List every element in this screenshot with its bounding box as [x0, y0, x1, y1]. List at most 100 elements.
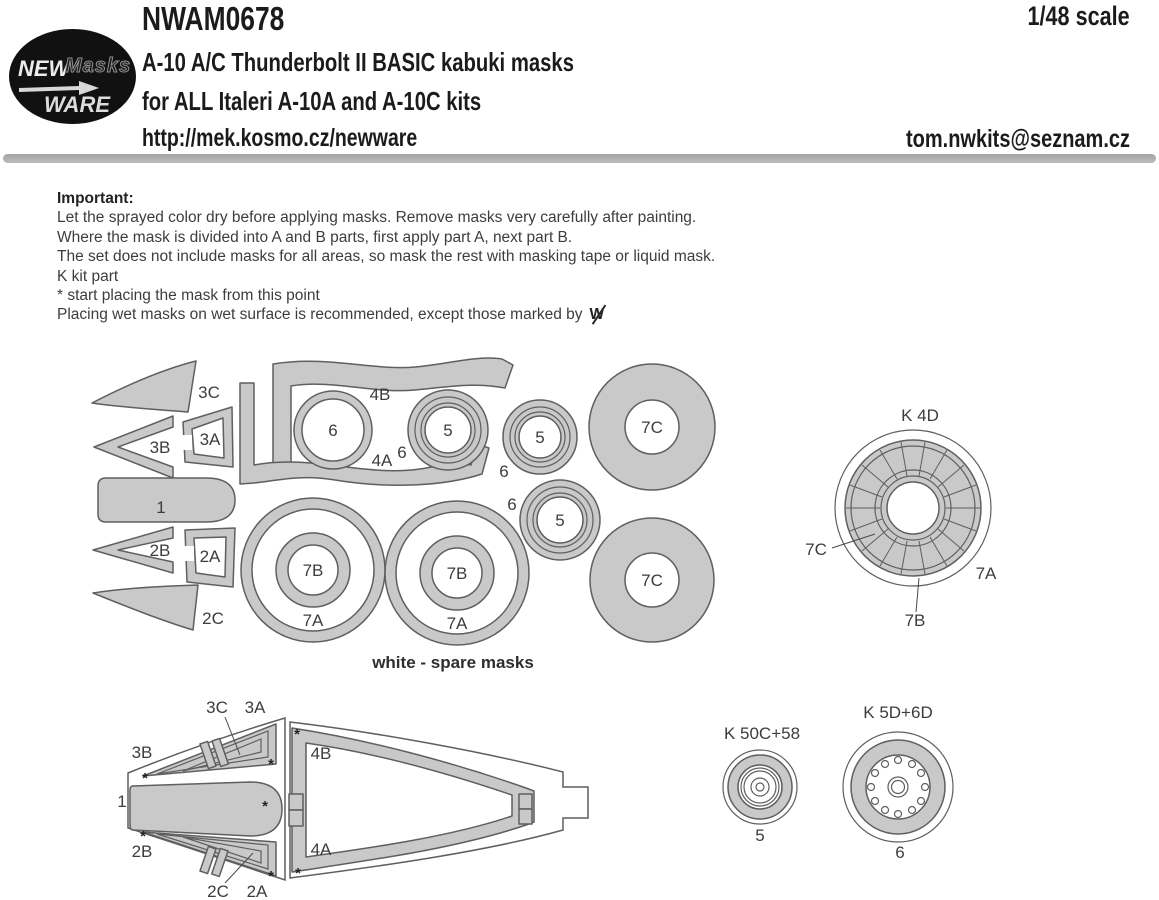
- part-label-6: 6: [499, 462, 508, 481]
- start-point-asterisk: *: [294, 726, 300, 743]
- part-label-5: 5: [555, 511, 564, 530]
- notes-heading: Important:: [57, 190, 134, 207]
- product-title: A-10 A/C Thunderbolt II BASIC kabuki mas…: [142, 47, 574, 77]
- scale-label: 1/48 scale: [1027, 1, 1130, 31]
- mask-split-tick: [211, 737, 230, 768]
- wheel6-hub-center: [890, 779, 906, 795]
- mask-1: [97, 477, 236, 523]
- start-point-asterisk: *: [262, 798, 268, 815]
- part-label-7a: 7A: [976, 564, 997, 583]
- part-label-2a: 2A: [247, 882, 268, 900]
- wheel6-outer-circle: [842, 731, 954, 843]
- part-label-7c: 7C: [641, 418, 663, 437]
- logo-text-new: NEW: [18, 56, 70, 81]
- wheel-diagrams: K 50C+58 5 K 5D+6D 6: [722, 703, 954, 862]
- mask-7b-hole: [287, 544, 339, 596]
- kit-part-title: K 5D+6D: [863, 703, 932, 722]
- wheel5-detail: [743, 770, 777, 804]
- mask-2c: [92, 584, 199, 631]
- mask-split-tick: [199, 740, 217, 770]
- frame-split-tab: [288, 809, 304, 827]
- part-label-7a: 7A: [303, 611, 324, 630]
- part-label-3a: 3A: [200, 430, 221, 449]
- crossed-w-mark: W: [589, 306, 605, 324]
- part-label-6: 6: [397, 443, 406, 462]
- wheel6-bolt-holes: [866, 755, 930, 819]
- part-label-5: 5: [755, 826, 764, 845]
- kit-part-title: K 4D: [901, 406, 939, 425]
- mask-3c: [91, 360, 197, 413]
- part-label-4a: 4A: [372, 451, 393, 470]
- spare-masks-caption: white - spare masks: [372, 653, 534, 672]
- part-label-6: 6: [507, 495, 516, 514]
- mask-7c-hole: [624, 399, 680, 455]
- part-label-1: 1: [117, 792, 126, 811]
- fan-hub-hole: [886, 481, 940, 535]
- mask-4b-4a-frame: [291, 727, 535, 873]
- frame-split-tab: [288, 793, 304, 811]
- wheel6-hub: [887, 776, 909, 798]
- website-url: http://mek.kosmo.cz/newware: [142, 124, 418, 152]
- part-label-4b: 4B: [311, 744, 332, 763]
- part-label-6: 6: [328, 421, 337, 440]
- ring-6-hole: [301, 398, 365, 462]
- part-label-4b: 4B: [370, 385, 391, 404]
- part-label-3a: 3A: [245, 698, 266, 717]
- note-line: Let the sprayed color dry before applyin…: [57, 209, 697, 227]
- note-line: K kit part: [57, 267, 119, 285]
- important-notes: Important: Let the sprayed color dry bef…: [57, 189, 715, 325]
- ring-5-hole: [518, 415, 562, 459]
- part-label-3c: 3C: [206, 698, 228, 717]
- leader-line-7b: [915, 577, 920, 613]
- contact-email: tom.nwkits@seznam.cz: [905, 125, 1130, 153]
- part-label-3b: 3B: [150, 438, 171, 457]
- note-line: Where the mask is divided into A and B p…: [57, 228, 573, 246]
- ring-5-hole: [536, 496, 584, 544]
- mask-2a-gap: [181, 546, 194, 561]
- wheel5-detail: [740, 767, 780, 807]
- mask-1-placed: [129, 781, 283, 837]
- ring-5-hole: [424, 406, 472, 454]
- part-label-2b: 2B: [150, 541, 171, 560]
- part-label-2b: 2B: [132, 842, 153, 861]
- wheel5-hub: [750, 777, 770, 797]
- ring-detail: [509, 406, 571, 468]
- start-point-asterisk: *: [140, 828, 146, 845]
- part-label-3c: 3C: [198, 383, 220, 402]
- part-label-5: 5: [535, 428, 544, 447]
- mask-7c-hole: [624, 552, 680, 608]
- part-label-1: 1: [156, 498, 165, 517]
- mask-3a-gap: [179, 435, 192, 450]
- wheel5-outer-circle: [722, 749, 798, 825]
- mask-2b: [92, 526, 174, 574]
- start-point-asterisk: *: [268, 756, 274, 773]
- leader-line-3c: [224, 716, 241, 756]
- note-line: The set does not include masks for all a…: [57, 248, 716, 266]
- frame-split-tab: [518, 793, 533, 810]
- product-code: NWAM0678: [142, 0, 285, 37]
- logo-text-ware: WARE: [44, 92, 110, 117]
- part-label-3b: 3B: [132, 743, 153, 762]
- leader-line-2c: [224, 852, 254, 884]
- kit-part-title: K 50C+58: [724, 724, 800, 743]
- part-label-2c: 2C: [202, 609, 224, 628]
- part-label-6: 6: [895, 843, 904, 862]
- header-divider: [3, 154, 1156, 163]
- mask-split-tick: [210, 847, 229, 878]
- start-point-asterisk: *: [268, 868, 274, 885]
- wheel6-rim: [865, 754, 931, 820]
- mask-2a: [184, 527, 236, 588]
- part-label-7c: 7C: [805, 540, 827, 559]
- logo-text-masks: Masks: [64, 55, 132, 78]
- fan-detail-circle: [880, 475, 946, 541]
- wet-line-text: Placing wet masks on wet surface is reco…: [57, 306, 583, 324]
- leader-line-7c: [831, 533, 876, 549]
- mask-7b-hole: [431, 547, 483, 599]
- spare-masks-diagram: 3C 3B 3A 1 2B 2A 2C 4B 4A 6 6 6 6 5 5 5 …: [91, 357, 716, 646]
- part-label-7b: 7B: [303, 561, 324, 580]
- product-subtitle: for ALL Italeri A-10A and A-10C kits: [142, 86, 482, 116]
- note-line: * start placing the mask from this point: [57, 287, 320, 305]
- ring-detail: [514, 411, 566, 463]
- part-label-2c: 2C: [207, 882, 229, 900]
